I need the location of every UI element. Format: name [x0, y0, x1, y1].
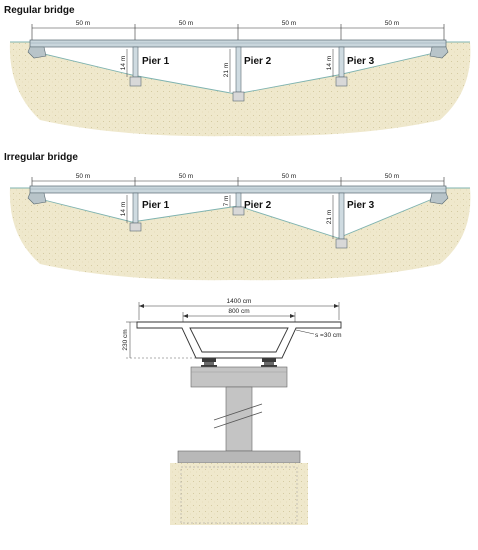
regular-pier-3-height: 14 m [326, 56, 333, 70]
regular-bridge-title: Regular bridge [4, 5, 75, 16]
irregular-left-abutment [27, 192, 47, 205]
regular-span-4-label: 50 m [385, 20, 399, 27]
irregular-pier-3: 21 m Pier 3 [326, 192, 375, 249]
irregular-pier-2: 7 m Pier 2 [223, 192, 272, 216]
irregular-ground [9, 188, 471, 281]
regular-pier-1-label: Pier 1 [142, 56, 170, 67]
irregular-span-3-label: 50 m [282, 173, 296, 180]
thickness-label: s =30 cm [315, 332, 342, 339]
thickness-leader [295, 329, 315, 335]
irregular-right-abutment [429, 192, 449, 205]
irregular-pier-2-height: 7 m [223, 196, 230, 207]
cross-section: 1400 cm 800 cm 230 cm s =30 cm [122, 298, 342, 525]
regular-span-1-label: 50 m [76, 20, 90, 27]
irregular-span-1-label: 50 m [76, 173, 90, 180]
regular-pier-2: 21 m Pier 2 [223, 46, 272, 102]
regular-pier-2-height: 21 m [223, 63, 230, 77]
regular-left-abutment [27, 46, 47, 59]
foundation-soil [170, 463, 308, 525]
regular-deck [29, 39, 447, 48]
footing [177, 450, 301, 464]
pier-cap [190, 366, 288, 388]
regular-span-3-label: 50 m [282, 20, 296, 27]
deck-width-label: 1400 cm [227, 298, 252, 305]
regular-bridge: Regular bridge 50 m 50 m 50 m 50 m 14 m … [4, 5, 471, 137]
irregular-pier-1-label: Pier 1 [142, 200, 170, 211]
pile-cap-outline [180, 466, 298, 524]
irregular-bridge: Irregular bridge 50 m 50 m 50 m 50 m 14 … [4, 152, 471, 281]
regular-pier-3: 14 m Pier 3 [326, 46, 375, 87]
right-bearing [261, 358, 277, 367]
irregular-span-2-label: 50 m [179, 173, 193, 180]
box-girder [136, 321, 342, 359]
irregular-pier-3-height: 21 m [326, 210, 333, 224]
break-symbol [213, 403, 263, 429]
irregular-bridge-title: Irregular bridge [4, 152, 78, 163]
irregular-deck [29, 185, 447, 194]
regular-span-2-label: 50 m [179, 20, 193, 27]
deck-height-label: 230 cm [122, 329, 129, 350]
regular-ground [9, 42, 471, 137]
irregular-pier-2-label: Pier 2 [244, 200, 272, 211]
irregular-pier-1-height: 14 m [120, 202, 127, 216]
left-bearing [201, 358, 217, 367]
regular-pier-3-label: Pier 3 [347, 56, 375, 67]
regular-right-abutment [429, 46, 449, 59]
regular-pier-1: 14 m Pier 1 [120, 46, 170, 87]
pier-column [225, 386, 253, 452]
regular-pier-2-label: Pier 2 [244, 56, 272, 67]
irregular-span-4-label: 50 m [385, 173, 399, 180]
irregular-pier-1: 14 m Pier 1 [120, 192, 170, 232]
irregular-pier-3-label: Pier 3 [347, 200, 375, 211]
regular-pier-1-height: 14 m [120, 56, 127, 70]
box-width-label: 800 cm [228, 308, 249, 315]
